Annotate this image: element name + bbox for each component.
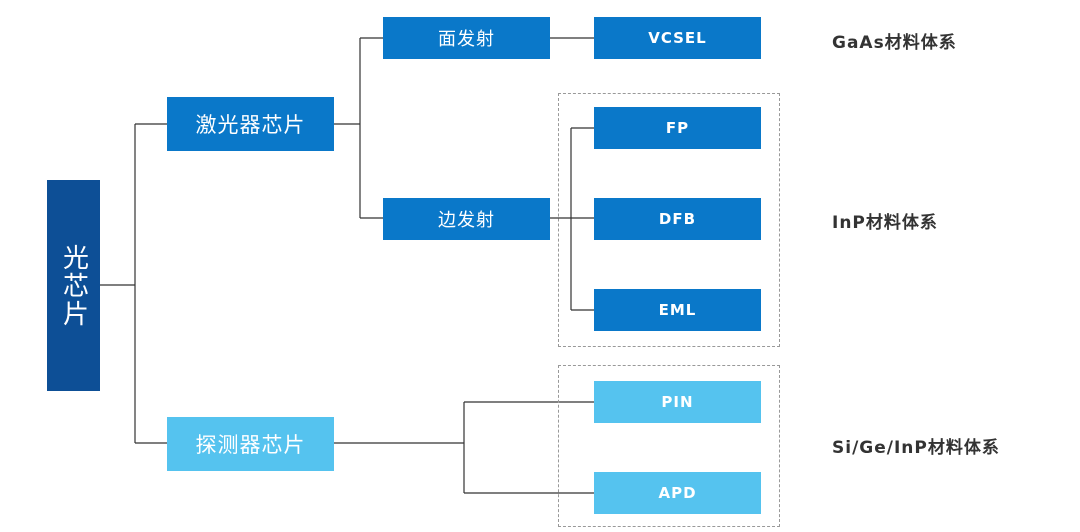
leaf-vcsel: VCSEL xyxy=(594,17,761,59)
leaf-fp: FP xyxy=(594,107,761,149)
material-si-ge-inp-label: Si/Ge/InP材料体系 xyxy=(832,438,1000,458)
surface-emitting-node: 面发射 xyxy=(383,17,550,59)
leaf-eml: EML xyxy=(594,289,761,331)
leaf-apd: APD xyxy=(594,472,761,514)
edge-emitting-node: 边发射 xyxy=(383,198,550,240)
inp-group-frame xyxy=(558,93,780,347)
laser-chip-node: 激光器芯片 xyxy=(167,97,334,151)
detector-chip-node: 探测器芯片 xyxy=(167,417,334,471)
leaf-dfb: DFB xyxy=(594,198,761,240)
leaf-pin: PIN xyxy=(594,381,761,423)
root-node: 光芯片 xyxy=(47,180,100,391)
material-gaas-label: GaAs材料体系 xyxy=(832,33,957,53)
detector-group-frame xyxy=(558,365,780,527)
material-inp-label: InP材料体系 xyxy=(832,213,938,233)
